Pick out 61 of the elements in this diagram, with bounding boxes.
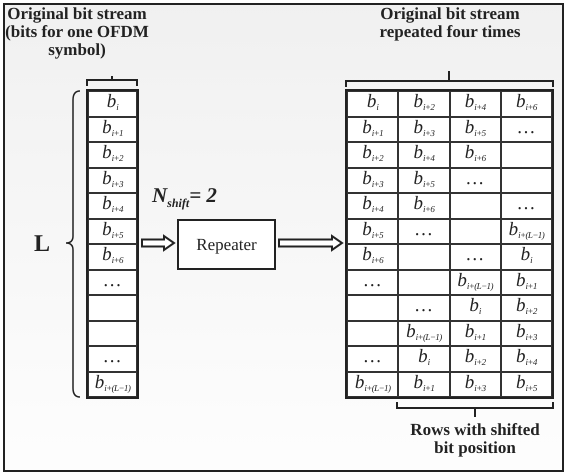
grid-cell: b$_{i+(L−1)}$ bbox=[398, 320, 450, 346]
bit-stream-column bbox=[86, 89, 139, 399]
grid-cell: … bbox=[398, 295, 450, 320]
grid-cell: b$_{i+5}$ bbox=[450, 116, 501, 142]
grid-cell: b$_{i+(L−1)}$ bbox=[347, 372, 398, 397]
grid-cell: b$_{i+4}$ bbox=[347, 193, 398, 218]
grid-cell: b$_{i}$ bbox=[500, 244, 552, 270]
grid-cell: b$_{i+2}$ bbox=[347, 142, 398, 168]
caption: Rows with shifted bit position bbox=[409, 421, 541, 457]
length-label: L bbox=[34, 231, 50, 258]
grid-cell: b$_{i+1}$ bbox=[500, 270, 552, 295]
block-arrow bbox=[278, 234, 344, 252]
grid-cell: … bbox=[347, 346, 398, 372]
repeated-bit-table bbox=[345, 89, 554, 399]
grid-cell: b$_{i}$ bbox=[347, 91, 398, 116]
grid-cell: b$_{i+3}$ bbox=[398, 116, 450, 142]
shift-parameter-label: N$_{shift}$= 2 bbox=[152, 183, 217, 212]
block-arrow bbox=[141, 234, 176, 252]
grid-cell: b$_{i+5}$ bbox=[500, 372, 552, 397]
grid-cell: b$_{i+6}$ bbox=[88, 244, 137, 270]
grid-cell: b$_{i+4}$ bbox=[450, 91, 501, 116]
grid-cell: b$_{i+2}$ bbox=[500, 295, 552, 320]
grid-cell: … bbox=[88, 270, 137, 295]
grid-cell: … bbox=[450, 244, 501, 270]
grid-cell: … bbox=[500, 116, 552, 142]
grid-cell: b$_{i+1}$ bbox=[347, 116, 398, 142]
grid-cell: b$_{i+2}$ bbox=[450, 346, 501, 372]
grid-cell: b$_{i+5}$ bbox=[398, 168, 450, 193]
grid-cell: b$_{i+3}$ bbox=[88, 168, 137, 193]
grid-cell: b$_{i+4}$ bbox=[398, 142, 450, 168]
heading: Original bit stream (bits for one OFDM symbol) bbox=[4, 5, 150, 59]
grid-cell: b$_{i+5}$ bbox=[347, 218, 398, 244]
grid-cell: b$_{i+1}$ bbox=[88, 116, 137, 142]
grid-cell: … bbox=[450, 168, 501, 193]
grid-cell: b$_{i+(L−1)}$ bbox=[450, 270, 501, 295]
grid-cell: b$_{i+3}$ bbox=[347, 168, 398, 193]
grid-cell: b$_{i+(L−1)}$ bbox=[500, 218, 552, 244]
grid-cell: … bbox=[500, 193, 552, 218]
repeater-box bbox=[177, 219, 276, 270]
grid-cell: b$_{i}$ bbox=[398, 346, 450, 372]
grid-cell: … bbox=[347, 270, 398, 295]
grid-cell: b$_{i+1}$ bbox=[398, 372, 450, 397]
grid-cell: b$_{i+4}$ bbox=[88, 193, 137, 218]
grid-cell: b$_{i+3}$ bbox=[500, 320, 552, 346]
grid-cell: b$_{i+4}$ bbox=[500, 346, 552, 372]
grid-cell: b$_{i+1}$ bbox=[450, 320, 501, 346]
grid-cell: … bbox=[398, 218, 450, 244]
grid-cell: b$_{i+3}$ bbox=[450, 372, 501, 397]
grid-cell: b$_{i}$ bbox=[450, 295, 501, 320]
grid-cell: b$_{i+6}$ bbox=[347, 244, 398, 270]
heading: Original bit stream repeated four times bbox=[378, 5, 522, 41]
grid-cell: … bbox=[88, 346, 137, 372]
grid-cell: b$_{i+6}$ bbox=[500, 91, 552, 116]
grid-cell: b$_{i+6}$ bbox=[398, 193, 450, 218]
grid-cell: b$_{i+(L−1)}$ bbox=[88, 372, 137, 397]
grid-cell: b$_{i+5}$ bbox=[88, 218, 137, 244]
grid-cell: b$_{i}$ bbox=[88, 91, 137, 116]
grid-cell: b$_{i+6}$ bbox=[450, 142, 501, 168]
process-label: Repeater bbox=[196, 234, 257, 254]
grid-cell: b$_{i+2}$ bbox=[398, 91, 450, 116]
grid-cell: b$_{i+2}$ bbox=[88, 142, 137, 168]
